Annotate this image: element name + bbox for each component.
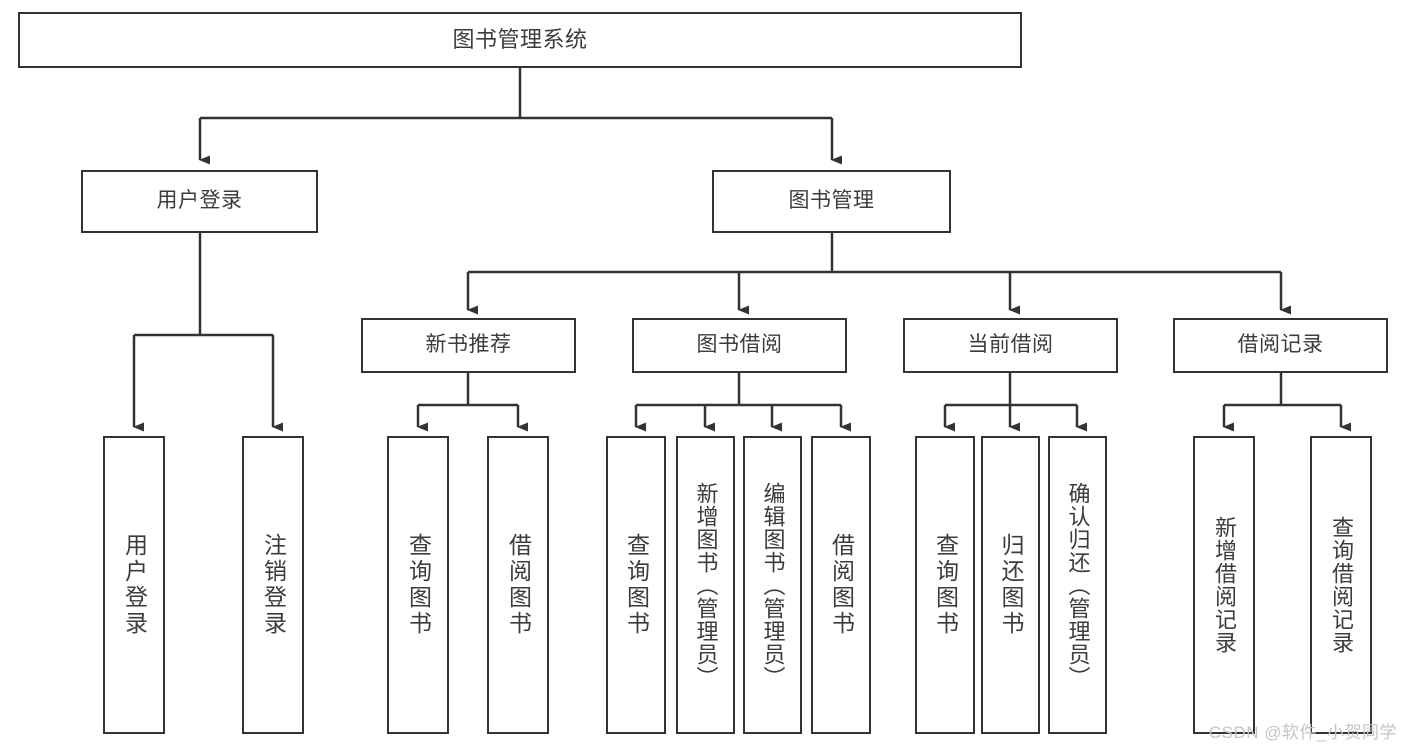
node-current-borrow-label: 当前借阅 bbox=[967, 333, 1054, 357]
leaf-query-book-current-label: 查询图书 bbox=[932, 533, 959, 637]
node-book-borrow[interactable]: 图书借阅 bbox=[632, 318, 847, 373]
node-user-login[interactable]: 用户登录 bbox=[81, 170, 318, 233]
leaf-user-logout-label: 注销登录 bbox=[260, 533, 287, 637]
leaf-borrow-book-recommend[interactable]: 借阅图书 bbox=[487, 436, 549, 734]
leaf-query-book-recommend[interactable]: 查询图书 bbox=[387, 436, 449, 734]
node-new-book-recommend-label: 新书推荐 bbox=[425, 333, 512, 357]
leaf-confirm-return-label: 确认归还（管理员） bbox=[1065, 481, 1091, 689]
leaf-user-login-label: 用户登录 bbox=[121, 533, 148, 637]
node-book-management-label: 图书管理 bbox=[788, 189, 875, 213]
leaf-edit-book-label: 编辑图书（管理员） bbox=[760, 481, 786, 689]
node-borrow-record[interactable]: 借阅记录 bbox=[1173, 318, 1388, 373]
leaf-query-book-recommend-label: 查询图书 bbox=[405, 533, 432, 637]
node-book-management[interactable]: 图书管理 bbox=[712, 170, 951, 233]
leaf-add-borrow-record-label: 新增借阅记录 bbox=[1212, 516, 1237, 654]
leaf-edit-book[interactable]: 编辑图书（管理员） bbox=[743, 436, 802, 734]
leaf-add-book[interactable]: 新增图书（管理员） bbox=[676, 436, 735, 734]
leaf-add-book-label: 新增图书（管理员） bbox=[693, 481, 719, 689]
node-new-book-recommend[interactable]: 新书推荐 bbox=[361, 318, 576, 373]
node-root-label: 图书管理系统 bbox=[452, 27, 588, 53]
leaf-confirm-return[interactable]: 确认归还（管理员） bbox=[1048, 436, 1107, 734]
leaf-borrow-book-recommend-label: 借阅图书 bbox=[505, 533, 532, 637]
leaf-query-borrow-record-label: 查询借阅记录 bbox=[1329, 516, 1354, 654]
leaf-user-logout[interactable]: 注销登录 bbox=[242, 436, 304, 734]
leaf-user-login[interactable]: 用户登录 bbox=[103, 436, 165, 734]
leaf-query-borrow-record[interactable]: 查询借阅记录 bbox=[1310, 436, 1372, 734]
leaf-return-book-label: 归还图书 bbox=[998, 533, 1024, 637]
node-root-book-management-system[interactable]: 图书管理系统 bbox=[18, 12, 1022, 68]
leaf-query-book-borrow-label: 查询图书 bbox=[623, 533, 650, 637]
leaf-add-borrow-record[interactable]: 新增借阅记录 bbox=[1193, 436, 1255, 734]
leaf-return-book[interactable]: 归还图书 bbox=[981, 436, 1040, 734]
leaf-borrow-book-borrow-label: 借阅图书 bbox=[828, 533, 855, 637]
node-user-login-label: 用户登录 bbox=[156, 189, 243, 213]
leaf-borrow-book-borrow[interactable]: 借阅图书 bbox=[811, 436, 871, 734]
leaf-query-book-current[interactable]: 查询图书 bbox=[915, 436, 975, 734]
node-current-borrow[interactable]: 当前借阅 bbox=[903, 318, 1118, 373]
leaf-query-book-borrow[interactable]: 查询图书 bbox=[606, 436, 666, 734]
csdn-watermark: CSDN @软件_小贺同学 bbox=[1208, 723, 1397, 742]
node-book-borrow-label: 图书借阅 bbox=[696, 333, 783, 357]
node-borrow-record-label: 借阅记录 bbox=[1237, 333, 1324, 357]
